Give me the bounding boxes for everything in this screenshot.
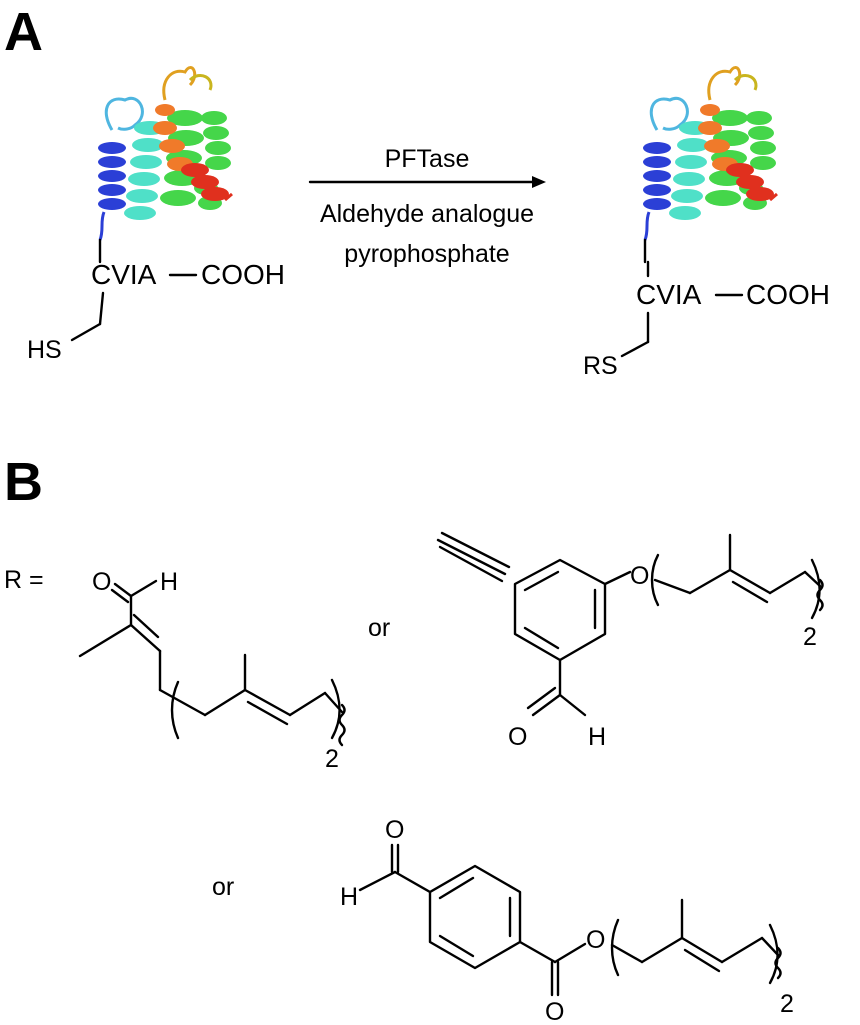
s3-repeat: 2 — [780, 990, 794, 1018]
arrow-enzyme-label: PFTase — [385, 145, 470, 173]
s2-ether-oxygen: O — [630, 562, 649, 590]
thiol-right: RS — [583, 352, 618, 380]
arrow-reagent-line2: pyrophosphate — [344, 240, 509, 268]
peptide-left-seq: CVIA — [91, 259, 157, 290]
s1-oxygen: O — [92, 568, 111, 596]
reaction-arrow: PFTase Aldehyde analogue pyrophosphate — [308, 145, 546, 268]
peptide-left-terminus: COOH — [201, 259, 285, 290]
or-label-1: or — [368, 614, 390, 642]
s1-hydrogen: H — [160, 568, 178, 596]
s1-repeat: 2 — [325, 745, 339, 773]
protein-left — [98, 66, 233, 241]
panel-b-label: B — [4, 452, 43, 512]
s3-ester-oxygen: O — [586, 926, 605, 954]
structure-1: O H 2 — [78, 568, 346, 773]
peptide-right-terminus: COOH — [746, 279, 830, 310]
s2-hydrogen: H — [588, 723, 606, 751]
s2-repeat: 2 — [803, 623, 817, 651]
or-label-2: or — [212, 873, 234, 901]
s3-hydrogen: H — [340, 883, 358, 911]
protein-right — [643, 66, 778, 241]
s3-aldehyde-oxygen: O — [385, 816, 404, 844]
arrow-reagent-line1: Aldehyde analogue — [320, 200, 534, 228]
peptide-right-seq: CVIA — [636, 279, 702, 310]
r-equals-label: R = — [4, 566, 44, 594]
s3-carbonyl-oxygen: O — [545, 998, 564, 1025]
panel-a-label: A — [4, 2, 43, 62]
structure-2: O 2 O H — [436, 531, 824, 751]
thiol-left: HS — [27, 336, 62, 364]
peptide-left: CVIA COOH HS — [27, 238, 285, 364]
structure-3: O H O O 2 — [340, 816, 794, 1025]
peptide-right: CVIA COOH RS — [583, 238, 830, 380]
s2-aldehyde-oxygen: O — [508, 723, 527, 751]
